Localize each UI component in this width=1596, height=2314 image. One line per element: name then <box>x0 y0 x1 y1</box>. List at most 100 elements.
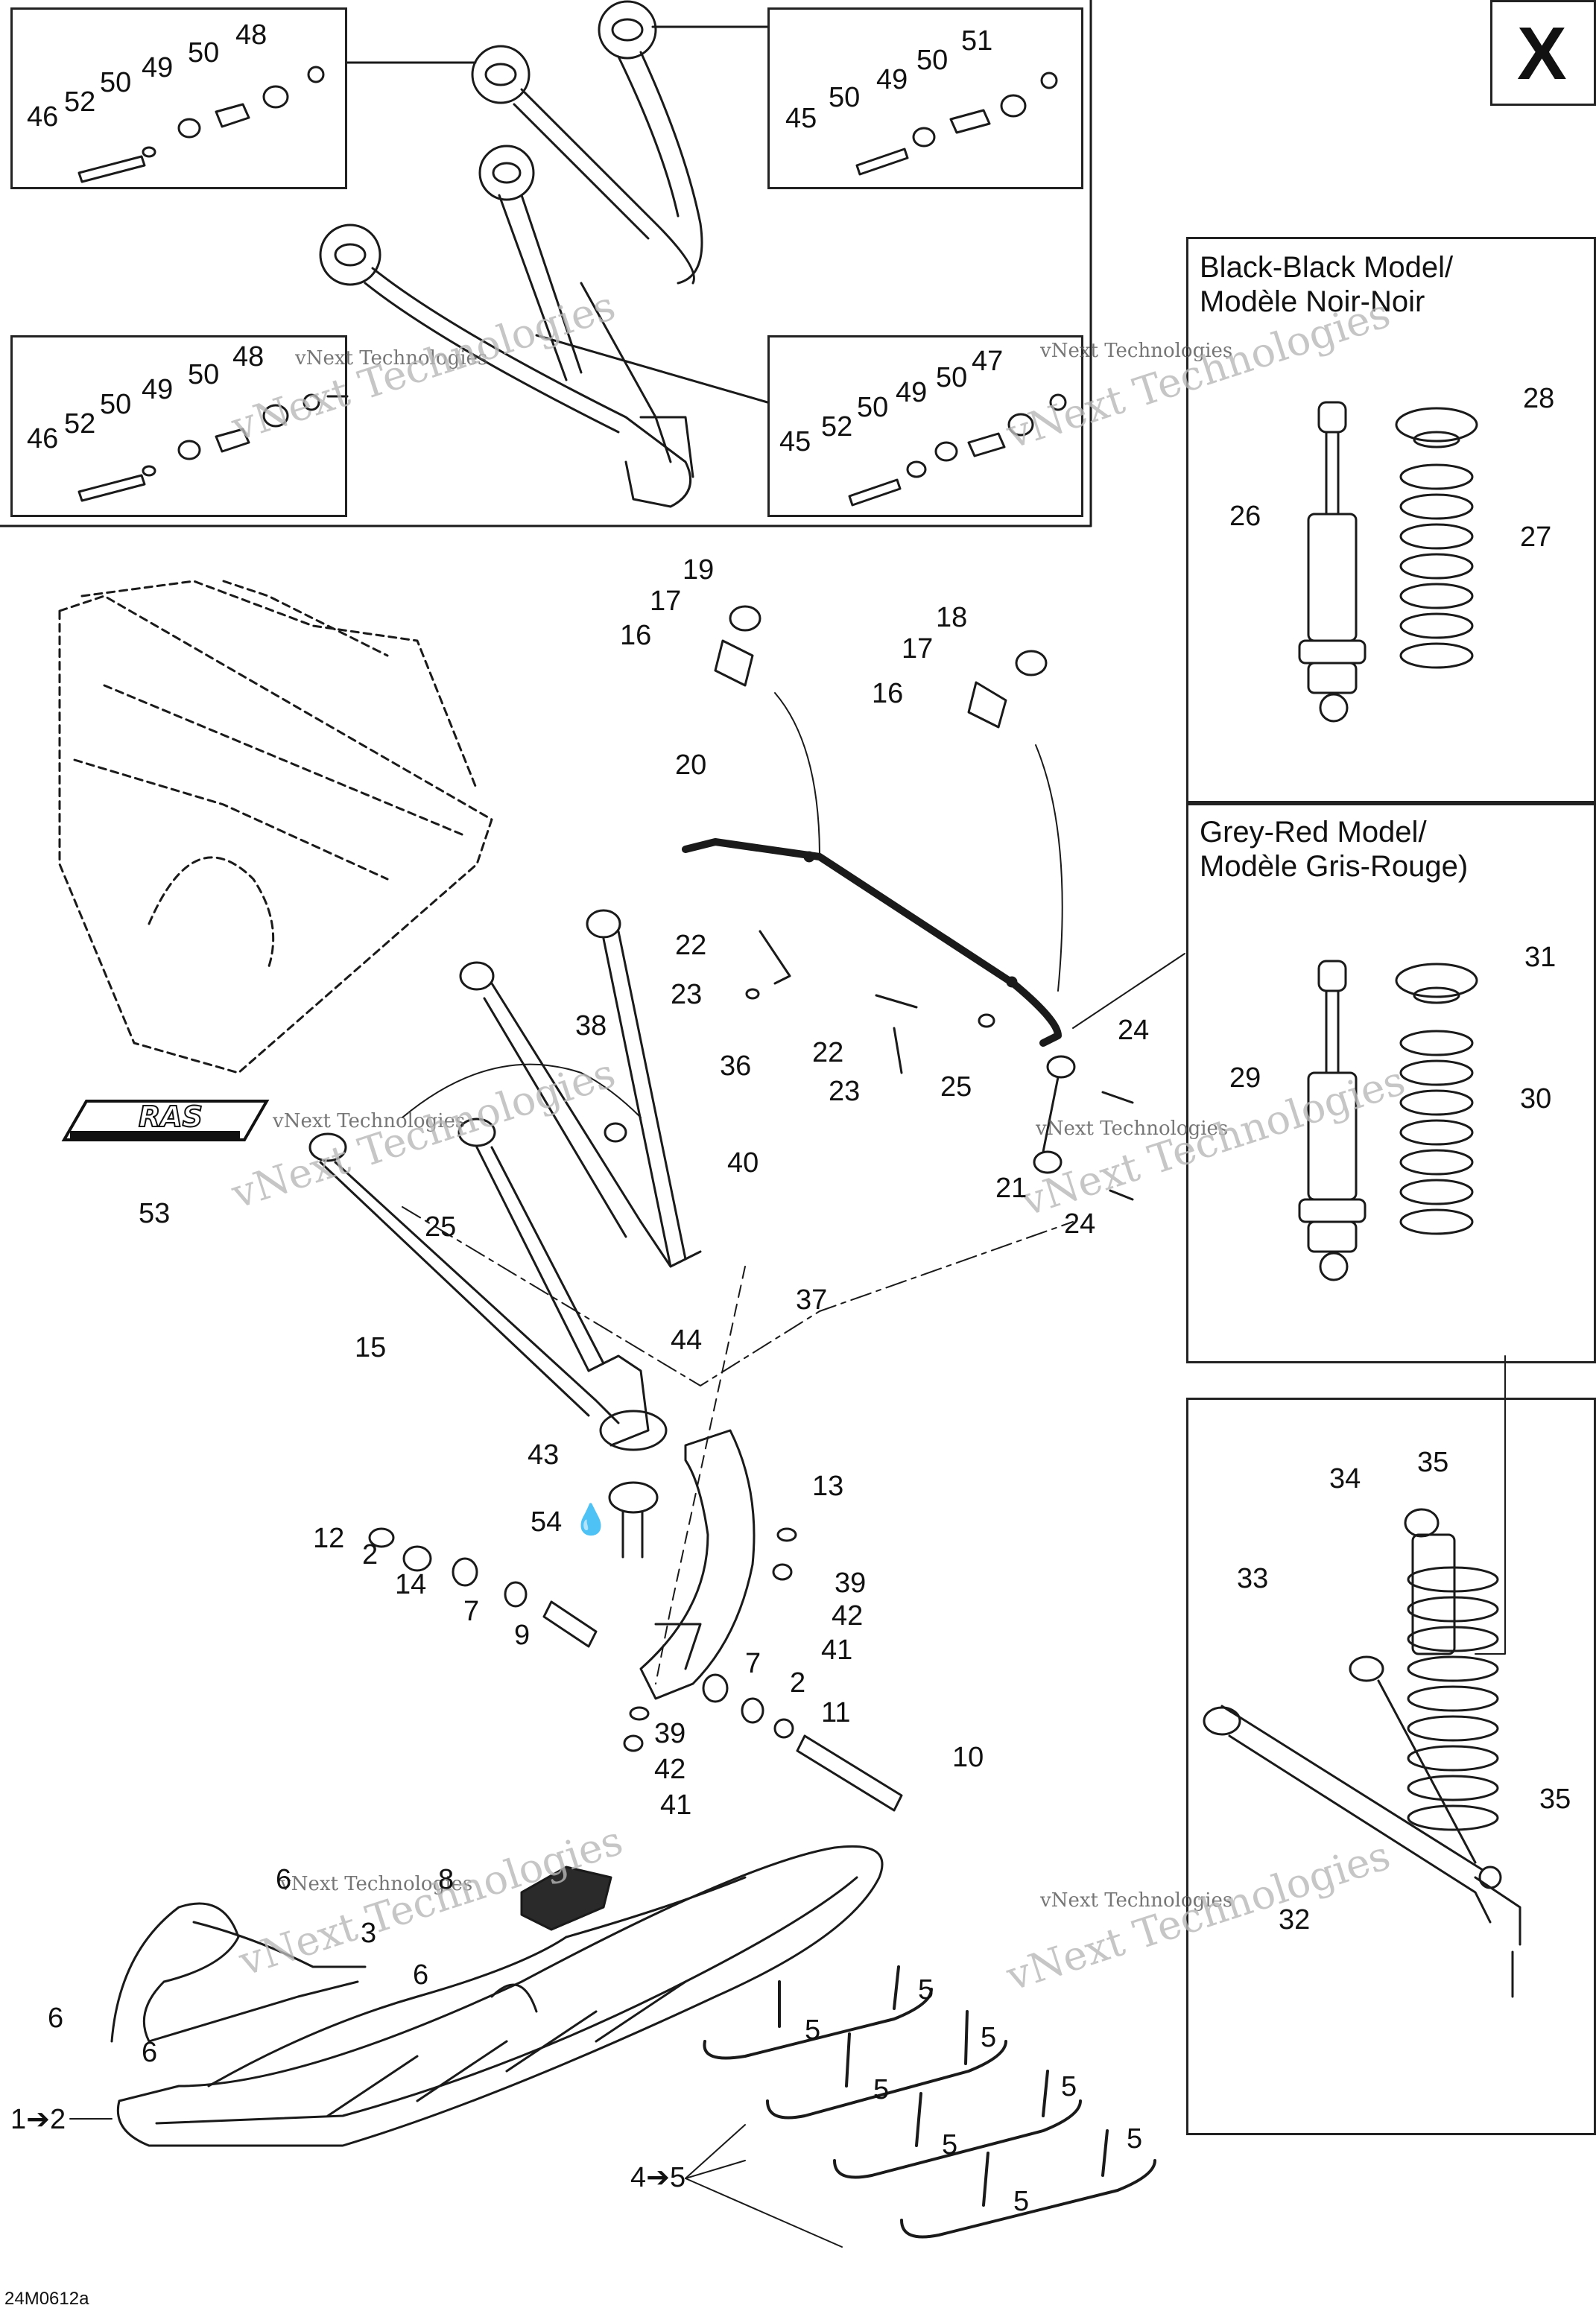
lower-a-arm-top <box>319 224 694 508</box>
callout: 17 <box>650 586 682 617</box>
spring-black <box>1395 407 1478 669</box>
callout: 12 <box>313 1523 345 1554</box>
inset-box-top-left-1 <box>10 7 347 189</box>
shock-black <box>1298 401 1367 723</box>
callout: 13 <box>812 1471 844 1502</box>
grey-model-title-line1: Grey-Red Model/ <box>1200 816 1427 849</box>
watermark-1: vNext Technologies <box>295 347 488 370</box>
callout: 5 <box>1061 2071 1077 2102</box>
callout: 1➔2 <box>10 2104 66 2135</box>
callout: 48 <box>235 19 267 51</box>
callout: 9 <box>514 1620 531 1651</box>
watermark-11: vNext Technologies <box>1040 1889 1233 1912</box>
callout: 21 <box>995 1173 1027 1204</box>
callout: 5 <box>942 2129 958 2161</box>
grey-model-panel <box>1186 803 1596 1363</box>
callout: 39 <box>654 1718 686 1749</box>
callout: 28 <box>1523 383 1555 414</box>
stabilizer-link <box>714 605 1134 1201</box>
callout: 19 <box>683 554 715 586</box>
callout: 29 <box>1229 1062 1261 1094</box>
callout: 2 <box>790 1667 806 1699</box>
inset-box-top-right-2 <box>767 335 1083 517</box>
callout: 31 <box>1524 942 1557 973</box>
callout: 47 <box>972 346 1004 377</box>
callout: 24 <box>1064 1208 1096 1240</box>
callout: 41 <box>660 1790 692 1821</box>
callout: 40 <box>727 1147 759 1179</box>
callout: 8 <box>438 1864 455 1895</box>
callout: 49 <box>142 374 174 405</box>
spindle-fasteners <box>368 1527 903 1812</box>
callout: 37 <box>796 1284 828 1316</box>
grey-model-title-line2: Modèle Gris-Rouge) <box>1200 850 1469 883</box>
callout: 42 <box>654 1754 686 1785</box>
callout: 22 <box>812 1037 844 1068</box>
callout: 49 <box>896 377 928 408</box>
callout: 14 <box>395 1569 427 1600</box>
callout: 36 <box>720 1050 752 1082</box>
callout: 50 <box>100 389 132 420</box>
callout: 50 <box>188 37 220 69</box>
ras-logo-lettering: RAS <box>139 1100 203 1133</box>
ski-wear-plate <box>520 1866 612 1931</box>
callout: 46 <box>27 101 59 133</box>
fastener-stack-2 <box>855 72 1058 176</box>
section-letter: X <box>1517 12 1567 95</box>
callout: 54 <box>531 1506 563 1538</box>
fastener-stack-1 <box>77 66 325 183</box>
black-model-title-line1: Black-Black Model/ <box>1200 251 1454 284</box>
callout: 7 <box>745 1648 761 1679</box>
callout: 50 <box>857 392 889 423</box>
callout: 53 <box>139 1198 171 1229</box>
reference-code: 24M0612a <box>4 2289 89 2309</box>
lower-a-arm-main <box>308 1118 668 1451</box>
callout: 6 <box>48 2003 64 2034</box>
ski-handle <box>110 1902 367 2043</box>
callout: 7 <box>463 1596 480 1627</box>
upper-a-arm-top <box>471 0 703 381</box>
callout: 5 <box>1127 2123 1143 2155</box>
fastener-stack-3 <box>77 393 320 502</box>
callout: 20 <box>675 749 707 781</box>
assembled-suspension-panel <box>1186 1398 1596 2135</box>
callout: 45 <box>785 103 817 134</box>
callout: 46 <box>27 423 59 454</box>
callout: 24 <box>1118 1015 1150 1046</box>
callout: 50 <box>829 82 861 113</box>
watermark-5: vNext Technologies <box>273 1110 466 1132</box>
callout: 50 <box>188 359 220 390</box>
callout: 45 <box>779 426 811 457</box>
callout: 18 <box>936 602 968 633</box>
callout: 17 <box>902 633 934 665</box>
watermark-9: vNext Technologies <box>280 1873 473 1895</box>
callout: 6 <box>413 1959 429 1991</box>
black-model-panel <box>1186 237 1596 803</box>
callout: 5 <box>981 2022 997 2053</box>
callout: 35 <box>1417 1447 1449 1478</box>
watermark-3: vNext Technologies <box>1040 340 1233 362</box>
callout: 11 <box>821 1697 851 1728</box>
sway-bar <box>682 838 1062 1047</box>
runners <box>703 1965 1156 2239</box>
callout: 5 <box>805 2015 821 2046</box>
callout: 41 <box>821 1635 853 1666</box>
callout: 39 <box>835 1568 867 1599</box>
spring-grey <box>1395 963 1478 1235</box>
callout: 16 <box>872 678 904 709</box>
callout: 48 <box>232 341 265 373</box>
oil-drop-icon: 💧 <box>572 1503 609 1536</box>
callout: 26 <box>1229 501 1261 532</box>
callout: 49 <box>142 52 174 83</box>
chassis-frame-outline <box>58 580 493 1074</box>
assembled-suspension <box>1203 1508 1521 1998</box>
callout: 33 <box>1237 1563 1269 1594</box>
callout: 6 <box>276 1864 292 1895</box>
callout: 4➔5 <box>630 2162 686 2193</box>
callout: 50 <box>100 67 132 98</box>
leader-lines <box>402 692 1506 1684</box>
callout: 50 <box>916 45 949 76</box>
callout: 10 <box>952 1742 984 1773</box>
callout: 25 <box>425 1211 457 1243</box>
